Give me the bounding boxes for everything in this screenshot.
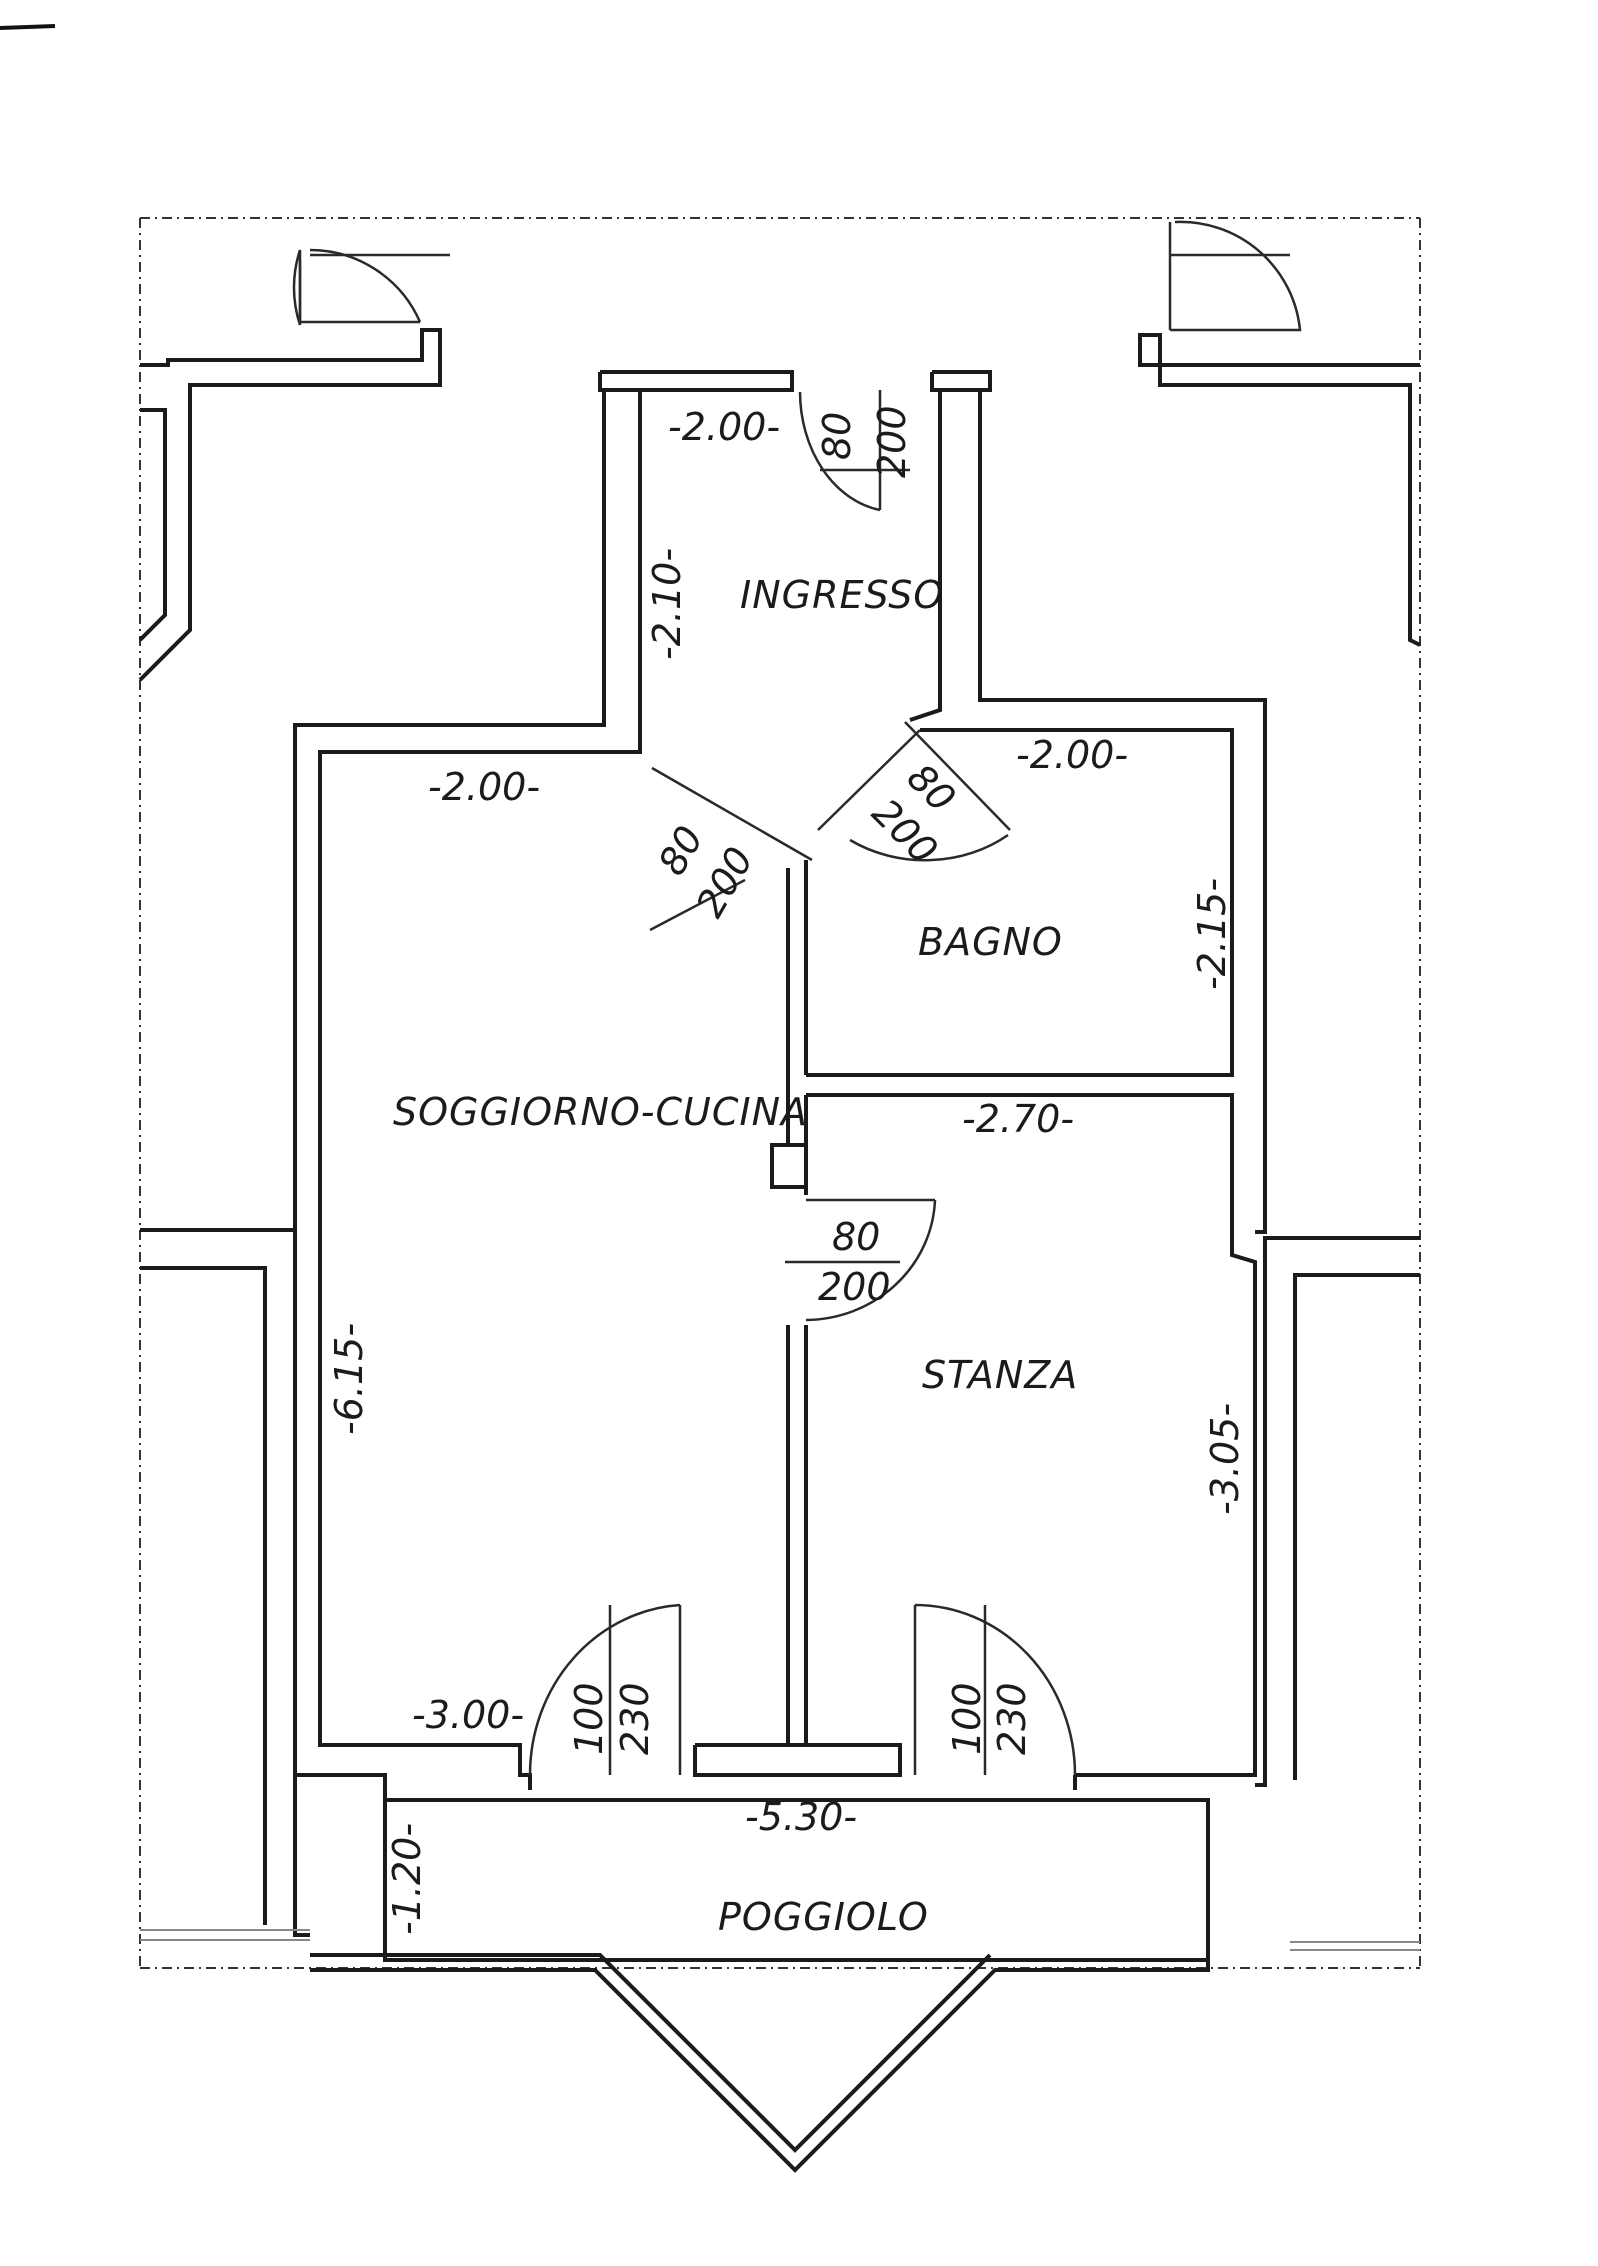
dim-soggiorno-depth: -6.15- xyxy=(327,1323,371,1435)
door-size-entrance: 80 200 xyxy=(815,405,914,478)
door-size-soggiorno-width: 80 xyxy=(650,819,712,883)
scan-mark xyxy=(0,24,56,30)
dim-soggiorno-bottom: -3.00- xyxy=(412,1693,524,1737)
room-label-ingresso: INGRESSO xyxy=(740,573,944,617)
door-size-balcony-right: 100 230 xyxy=(945,1682,1034,1755)
door-size-balcony-left-height: 230 xyxy=(613,1682,657,1755)
door-swing-balcony-left xyxy=(528,1603,682,1776)
room-label-soggiorno-cucina: SOGGIORNO-CUCINA xyxy=(393,1090,808,1134)
room-label-poggiolo: POGGIOLO xyxy=(718,1895,929,1939)
neighbour-walls-right xyxy=(1138,333,1421,1951)
door-size-entrance-width: 80 xyxy=(815,412,859,460)
landing-door-right xyxy=(1168,220,1302,332)
dim-soggiorno-top: -2.00- xyxy=(428,765,540,809)
door-swing-stanza xyxy=(785,1198,937,1322)
door-size-stanza-width: 80 xyxy=(832,1215,880,1259)
door-swing-bagno xyxy=(817,721,1011,862)
dim-ingresso-depth: -2.10- xyxy=(645,548,689,660)
door-size-entrance-height: 200 xyxy=(870,405,914,478)
dim-poggiolo-width: -5.30- xyxy=(745,1795,857,1839)
door-size-stanza: 80 200 xyxy=(818,1215,891,1309)
door-size-stanza-height: 200 xyxy=(818,1265,891,1309)
dim-bagno-depth: -2.15- xyxy=(1190,878,1234,990)
door-swing-entrance xyxy=(798,390,910,512)
dim-stanza-width: -2.70- xyxy=(962,1097,1074,1141)
room-label-stanza: STANZA xyxy=(922,1353,1078,1397)
door-size-balcony-right-height: 230 xyxy=(990,1682,1034,1755)
room-label-bagno: BAGNO xyxy=(918,920,1063,964)
dim-stanza-depth: -3.05- xyxy=(1203,1403,1247,1515)
door-size-bagno: 80 200 xyxy=(864,755,964,872)
door-swing-soggiorno xyxy=(649,766,813,932)
door-size-balcony-right-width: 100 xyxy=(945,1682,989,1755)
apartment-walls xyxy=(293,370,1267,2173)
neighbour-walls-left xyxy=(138,328,442,1941)
dim-bagno-width: -2.00- xyxy=(1016,733,1128,777)
landing-door-left xyxy=(292,248,450,326)
dim-poggiolo-depth: -1.20- xyxy=(385,1823,429,1935)
door-size-soggiorno: 80 200 xyxy=(650,819,762,925)
door-size-balcony-left-width: 100 xyxy=(567,1682,611,1755)
door-swing-balcony-right xyxy=(913,1603,1077,1776)
dim-ingresso-width: -2.00- xyxy=(668,405,780,449)
door-size-balcony-left: 100 230 xyxy=(567,1682,657,1755)
